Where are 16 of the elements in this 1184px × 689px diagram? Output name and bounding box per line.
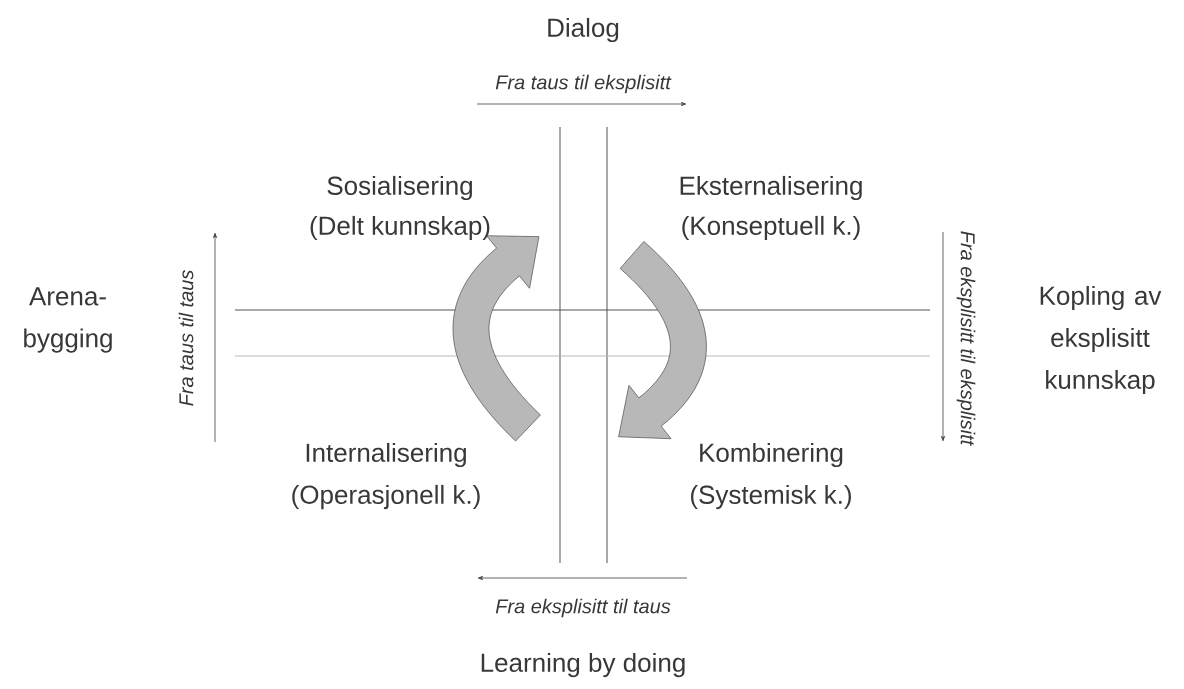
- axis-label: Fra taus til taus: [178, 270, 194, 406]
- axis-label: Kombinering: [700, 442, 843, 468]
- axis-label: Internalisering: [306, 442, 466, 468]
- axis-label: (Delt kunnskap): [310, 215, 490, 241]
- axis-label: Dialog: [548, 17, 619, 43]
- axis-label: Fra eksplisitt til taus: [495, 598, 671, 618]
- axis-label: Fra eksplisitt til eksplisitt: [956, 231, 976, 446]
- axis-label: Eksternalisering: [680, 175, 862, 201]
- axis-label: Kopling av eksplisitt kunnskap: [1040, 285, 1162, 395]
- axis-label: (Operasjonell k.): [292, 484, 480, 510]
- axis-label: Learning by doing: [481, 652, 685, 678]
- axis-label: (Systemisk k.): [691, 484, 851, 510]
- axis-label: Sosialisering: [327, 175, 472, 201]
- axis-label: Arena-bygging: [24, 287, 112, 353]
- axis-label: Fra taus til eksplisitt: [495, 74, 672, 94]
- axis-label: (Konseptuell k.): [682, 215, 860, 241]
